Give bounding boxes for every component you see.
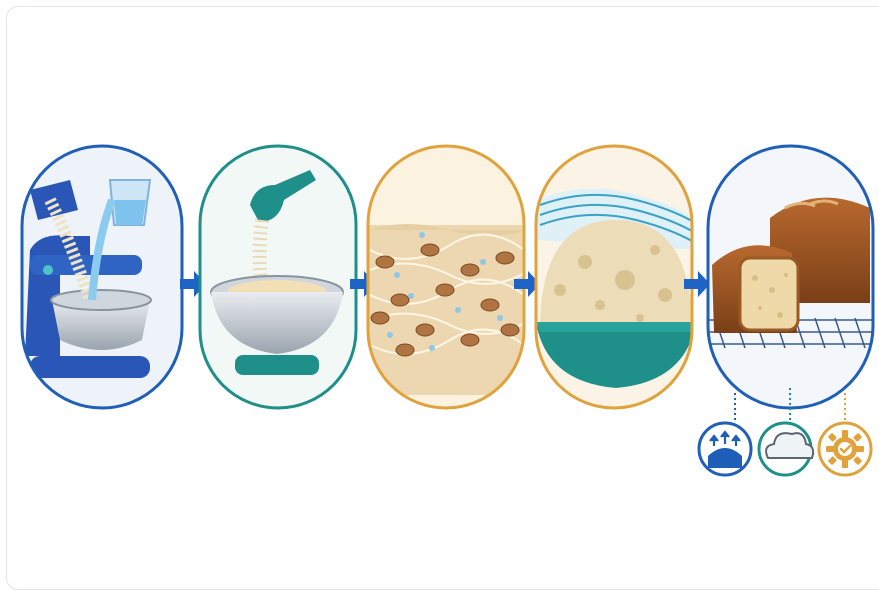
- stand-mixer-flour-water-icon: [22, 146, 182, 408]
- stage-3-kneading: [368, 146, 530, 408]
- steam-cloud-icon: [759, 423, 813, 475]
- stage-5-baked: [708, 146, 873, 408]
- stage-4-proofing: [536, 146, 696, 408]
- gear-check-icon: [819, 423, 871, 475]
- gluten-network-icon: [368, 224, 530, 395]
- stage-2-adding: [200, 146, 356, 408]
- stage-1-mixing: [22, 146, 182, 408]
- proofed-dough-bowl-icon: [536, 189, 696, 388]
- oven-rise-icon: [699, 423, 751, 475]
